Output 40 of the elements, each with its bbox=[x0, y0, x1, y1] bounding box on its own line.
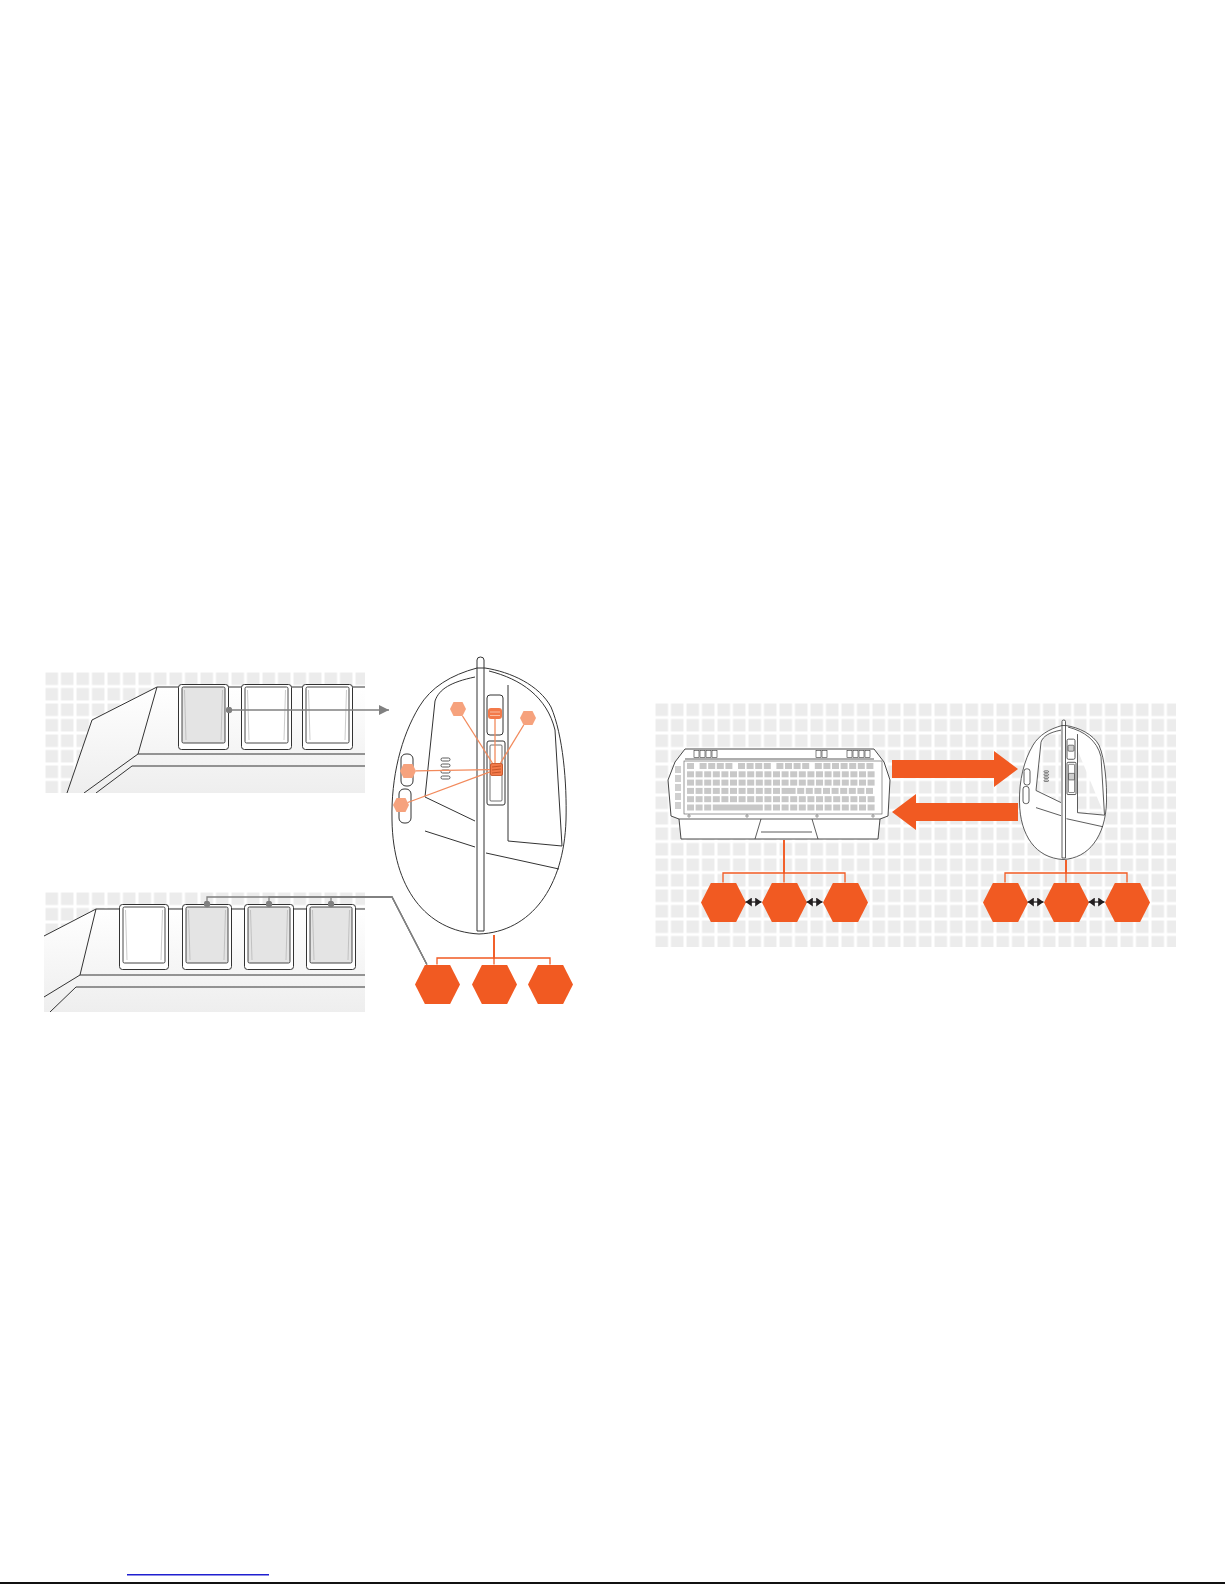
hexagon-marker bbox=[393, 798, 409, 812]
connector-line bbox=[783, 839, 846, 884]
hexagon-marker bbox=[471, 964, 517, 1004]
hexagon-marker bbox=[1104, 882, 1150, 922]
hexagon-marker bbox=[700, 882, 746, 922]
hexagon-marker bbox=[527, 964, 573, 1004]
arrow bbox=[225, 705, 390, 715]
connector-line bbox=[327, 896, 428, 966]
leader-line bbox=[407, 771, 491, 804]
hexagon-marker bbox=[450, 702, 466, 716]
leader-line bbox=[499, 724, 525, 764]
connector-line bbox=[1065, 859, 1128, 884]
double-arrow bbox=[805, 897, 824, 907]
double-arrow bbox=[744, 897, 763, 907]
hexagon-marker bbox=[414, 964, 460, 1004]
keyboard-illustration bbox=[667, 748, 892, 840]
leader-line bbox=[461, 715, 494, 764]
keyboard-key bbox=[178, 684, 229, 750]
mouse-illustration bbox=[1018, 719, 1107, 860]
hexagon-marker bbox=[761, 882, 807, 922]
leader-line bbox=[494, 718, 496, 764]
keyboard-illustration bbox=[44, 891, 365, 1012]
hexagon-marker bbox=[520, 711, 536, 725]
scroll-wheel bbox=[488, 708, 502, 719]
hexagon-marker bbox=[1043, 882, 1089, 922]
double-arrow bbox=[1087, 897, 1106, 907]
double-arrow bbox=[1026, 897, 1045, 907]
mouse-button bbox=[490, 763, 503, 776]
block-arrow bbox=[892, 794, 1018, 830]
keyboard-key bbox=[306, 904, 356, 970]
hexagon-marker bbox=[400, 764, 416, 778]
block-arrow bbox=[892, 751, 1018, 787]
hexagon-marker bbox=[982, 882, 1028, 922]
connector-line bbox=[493, 934, 551, 966]
hexagon-marker bbox=[822, 882, 868, 922]
keyboard-illustration bbox=[44, 671, 365, 793]
keyboard-key bbox=[244, 904, 294, 970]
leader-line bbox=[415, 768, 491, 772]
keyboard-key bbox=[182, 904, 232, 970]
mouse-illustration bbox=[389, 655, 567, 935]
